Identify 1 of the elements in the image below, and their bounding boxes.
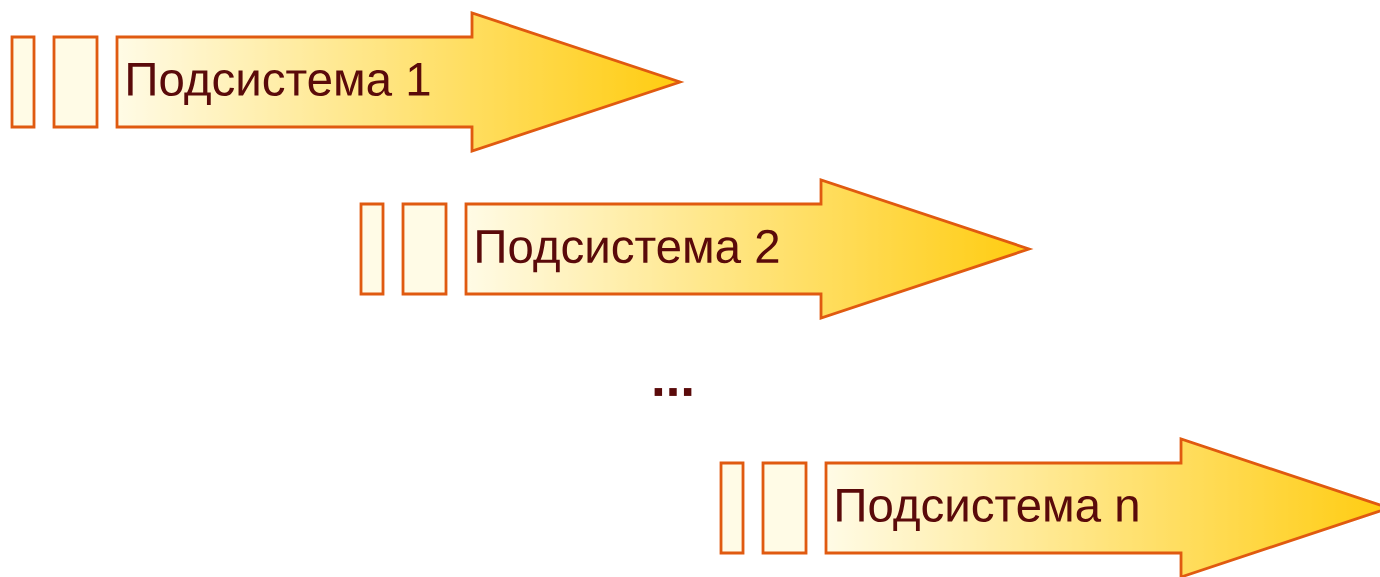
ellipsis-label: ... (654, 388, 692, 396)
